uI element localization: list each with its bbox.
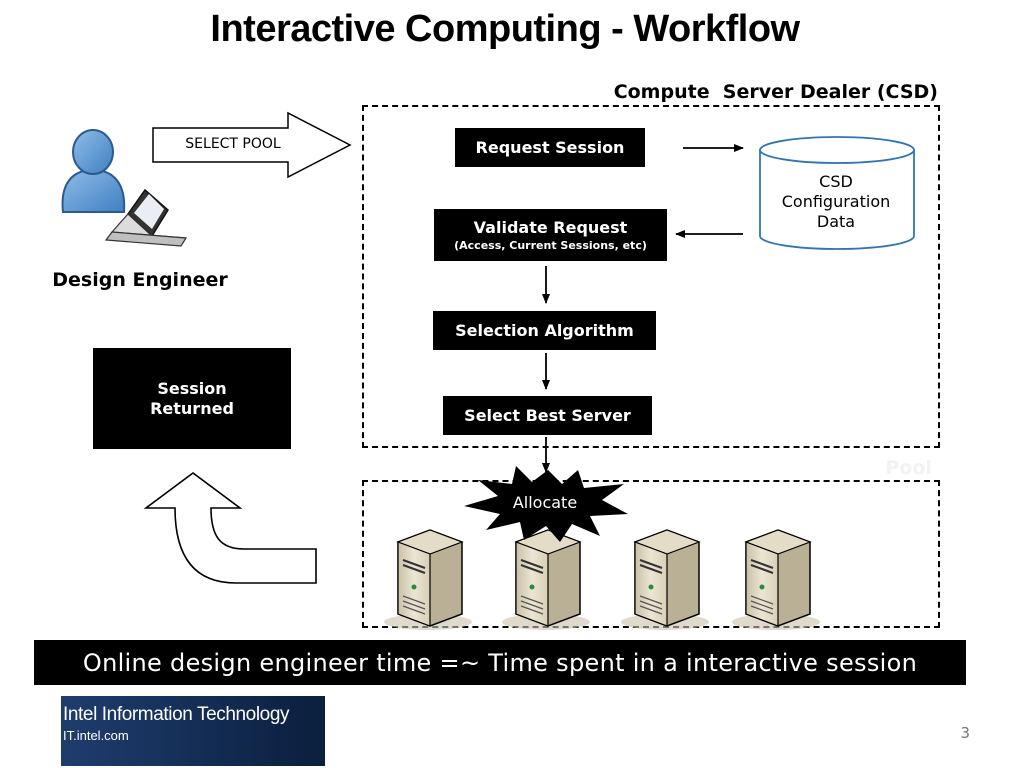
laptop-icon <box>104 188 188 247</box>
allocate-label: Allocate <box>512 493 578 512</box>
csd-label: Compute Server Dealer (CSD) <box>613 81 938 103</box>
csd-config-data-label: CSD Configuration Data <box>781 172 891 231</box>
design-engineer-label: Design Engineer <box>52 269 228 291</box>
selection-algorithm-box: Selection Algorithm <box>433 311 656 350</box>
validate-request-box: Validate Request (Access, Current Sessio… <box>434 209 667 261</box>
server-icon <box>731 529 821 631</box>
select-pool-arrow <box>152 111 352 179</box>
burst-shape <box>464 466 628 542</box>
server-icon <box>383 529 473 631</box>
summary-banner: Online design engineer time =~ Time spen… <box>34 640 966 685</box>
validate-request-label: Validate Request <box>473 218 628 237</box>
person-icon <box>61 129 126 213</box>
session-returned-label: Session Returned <box>150 378 234 418</box>
intel-it-logo: Intel Information Technology IT.intel.co… <box>61 696 325 766</box>
session-returned-box: Session Returned <box>93 348 291 449</box>
validate-request-sublabel: (Access, Current Sessions, etc) <box>454 239 647 252</box>
server-icon <box>501 529 591 631</box>
pool-label: Pool <box>885 457 932 479</box>
select-pool-label: SELECT POOL <box>185 136 281 152</box>
server-icon <box>620 529 710 631</box>
return-arrow-icon <box>143 472 317 584</box>
slide-title: Interactive Computing - Workflow <box>210 8 800 50</box>
selection-algorithm-label: Selection Algorithm <box>455 321 634 340</box>
logo-url: IT.intel.com <box>63 728 129 743</box>
request-session-label: Request Session <box>475 138 625 157</box>
csd-container <box>362 105 940 448</box>
request-session-box: Request Session <box>455 128 645 167</box>
select-best-server-label: Select Best Server <box>464 406 631 425</box>
database-cylinder-icon <box>759 136 915 250</box>
logo-title: Intel Information Technology <box>63 704 290 725</box>
select-best-server-box: Select Best Server <box>443 396 652 435</box>
page-number: 3 <box>960 724 970 742</box>
